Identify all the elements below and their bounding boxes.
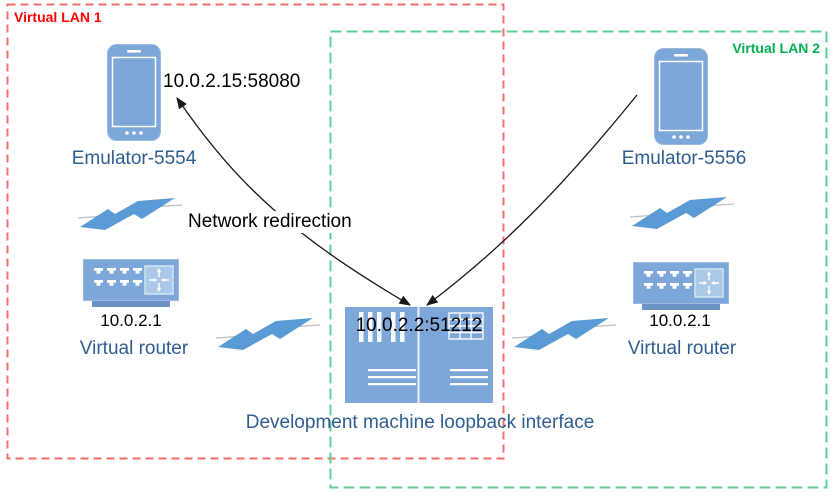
emulator2-to-server-arrow [426, 94, 638, 306]
emulator-5554-address: 10.0.2.15:58080 [163, 71, 301, 92]
lightning-bolt-icon [77, 197, 183, 231]
emulator-5554-label: Emulator-5554 [71, 148, 197, 169]
server-icon [345, 307, 493, 408]
router-icon [83, 259, 181, 314]
lightning-bolt-icon [215, 317, 321, 351]
emulator-5556-label: Emulator-5556 [621, 148, 747, 169]
redirect-arrow [176, 97, 412, 306]
phone-icon [654, 48, 708, 150]
vlan1-label: Virtual LAN 1 [14, 9, 102, 25]
vlan2-label: Virtual LAN 2 [732, 40, 820, 56]
loopback-server-address: 10.0.2.2:51212 [355, 315, 483, 336]
router-right-label: Virtual router [627, 338, 737, 359]
router-left-label: Virtual router [79, 338, 189, 359]
network-redirection-label: Network redirection [185, 211, 355, 233]
phone-icon [107, 44, 161, 146]
loopback-server-label: Development machine loopback interface [245, 412, 595, 433]
router-icon [633, 262, 731, 317]
router-left-ip: 10.0.2.1 [100, 311, 162, 330]
lightning-bolt-icon [629, 196, 735, 230]
router-right-ip: 10.0.2.1 [649, 311, 711, 330]
